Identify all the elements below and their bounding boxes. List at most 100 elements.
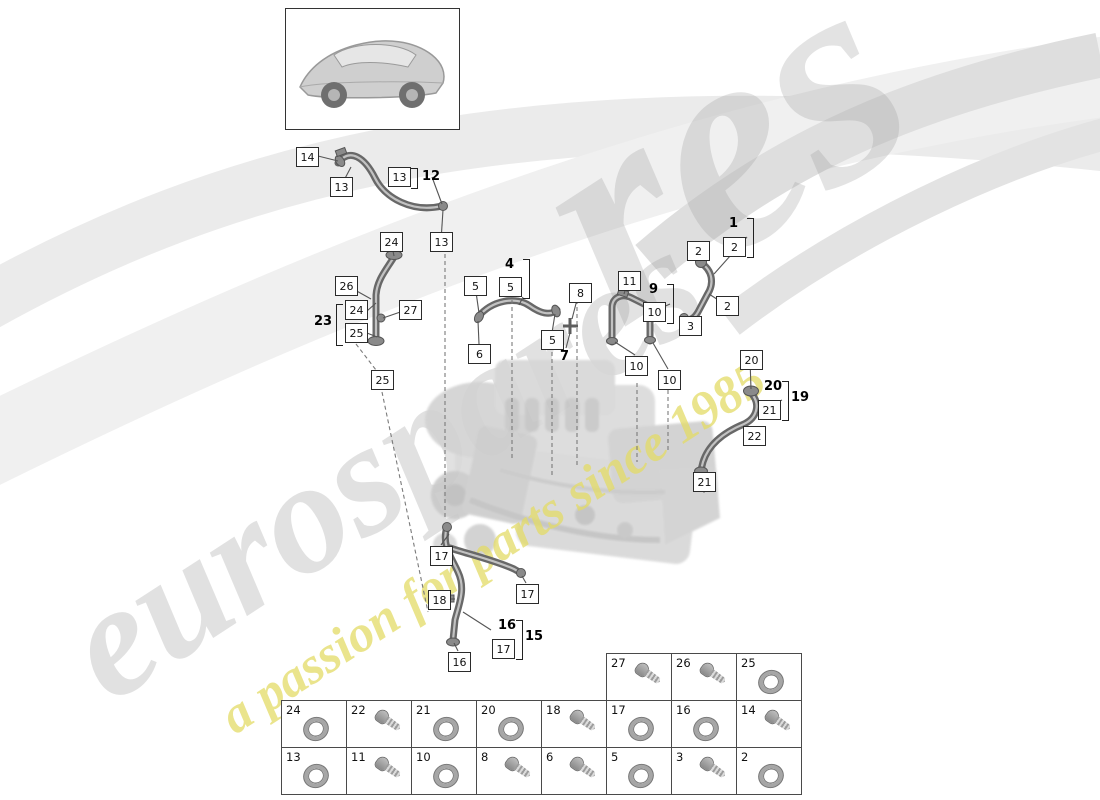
o-ring-icon — [495, 714, 527, 744]
group-bracket-4-5 — [523, 259, 530, 299]
parts-grid-top-row: 27 26 25 — [606, 653, 802, 701]
part-cell-24[interactable]: 24 — [282, 701, 347, 748]
screw-icon — [565, 703, 604, 742]
screw-icon — [370, 703, 409, 742]
callout-13[interactable]: 13 — [430, 232, 453, 252]
part-cell-20[interactable]: 20 — [477, 701, 542, 748]
group-label-12: 12 — [422, 169, 441, 184]
part-number: 2 — [741, 750, 749, 764]
callout-10[interactable]: 10 — [643, 302, 666, 322]
callout-25[interactable]: 25 — [345, 323, 368, 343]
part-number: 26 — [676, 656, 691, 670]
part-number: 18 — [546, 703, 561, 717]
part-cell-13[interactable]: 13 — [282, 748, 347, 795]
callout-22[interactable]: 22 — [743, 426, 766, 446]
o-ring-icon — [625, 761, 657, 791]
part-number: 27 — [611, 656, 626, 670]
screw-icon — [500, 750, 539, 789]
callout-2[interactable]: 2 — [687, 241, 710, 261]
watermark-swoosh — [0, 32, 1100, 485]
callout-13[interactable]: 13 — [330, 177, 353, 197]
car-sketch — [299, 40, 445, 108]
part-cell-6[interactable]: 6 — [542, 748, 607, 795]
part-number: 13 — [286, 750, 301, 764]
callout-6[interactable]: 6 — [468, 344, 491, 364]
callout-17[interactable]: 17 — [430, 546, 453, 566]
o-ring-icon — [690, 714, 722, 744]
part-cell-10[interactable]: 10 — [412, 748, 477, 795]
group-label-1: 1 — [729, 216, 739, 231]
screw-icon — [695, 656, 734, 695]
o-ring-icon — [430, 761, 462, 791]
callout-21[interactable]: 21 — [758, 400, 781, 420]
part-cell-21[interactable]: 21 — [412, 701, 477, 748]
part-number: 5 — [611, 750, 619, 764]
group-bracket-16-17 — [516, 620, 523, 660]
part-cell-3[interactable]: 3 — [672, 748, 737, 795]
group-label-19: 19 — [791, 390, 810, 405]
part-cell-22[interactable]: 22 — [347, 701, 412, 748]
group-label-20: 20 — [764, 379, 783, 394]
group-bracket-9-10 — [667, 284, 674, 324]
callout-8[interactable]: 8 — [569, 283, 592, 303]
group-label-15: 15 — [525, 629, 544, 644]
o-ring-icon — [755, 761, 787, 791]
part-number: 3 — [676, 750, 684, 764]
engine-illustration — [425, 360, 720, 564]
callout-26[interactable]: 26 — [335, 276, 358, 296]
callout-3[interactable]: 3 — [679, 316, 702, 336]
part-cell-18[interactable]: 18 — [542, 701, 607, 748]
callout-11[interactable]: 11 — [618, 271, 641, 291]
screw-icon — [760, 703, 799, 742]
part-cell-16[interactable]: 16 — [672, 701, 737, 748]
part-cell-5[interactable]: 5 — [607, 748, 672, 795]
group-label-7: 7 — [560, 349, 570, 364]
part-cell-17[interactable]: 17 — [607, 701, 672, 748]
callout-13[interactable]: 13 — [388, 167, 411, 187]
callout-18[interactable]: 18 — [428, 590, 451, 610]
part-cell-2[interactable]: 2 — [737, 748, 802, 795]
o-ring-icon — [300, 714, 332, 744]
callout-14[interactable]: 14 — [296, 147, 319, 167]
o-ring-icon — [755, 667, 787, 697]
callout-25[interactable]: 25 — [371, 370, 394, 390]
part-number: 16 — [676, 703, 691, 717]
group-bracket-23 — [336, 304, 343, 346]
part-cell-11[interactable]: 11 — [347, 748, 412, 795]
parts-grid-main: 24 22 21 20 18 17 16 14 — [281, 700, 802, 795]
callout-17[interactable]: 17 — [516, 584, 539, 604]
part-number: 25 — [741, 656, 756, 670]
callout-16[interactable]: 16 — [448, 652, 471, 672]
group-bracket-1-2 — [747, 218, 754, 258]
o-ring-icon — [300, 761, 332, 791]
part-cell-26[interactable]: 26 — [672, 654, 737, 701]
callout-10[interactable]: 10 — [625, 356, 648, 376]
part-cell-14[interactable]: 14 — [737, 701, 802, 748]
callout-20[interactable]: 20 — [740, 350, 763, 370]
part-cell-8[interactable]: 8 — [477, 748, 542, 795]
callout-5[interactable]: 5 — [541, 330, 564, 350]
callout-24[interactable]: 24 — [380, 232, 403, 252]
screw-icon — [370, 750, 409, 789]
dashed-reference-lines — [355, 247, 705, 613]
part-cell-27[interactable]: 27 — [607, 654, 672, 701]
callout-27[interactable]: 27 — [399, 300, 422, 320]
callout-10[interactable]: 10 — [658, 370, 681, 390]
callout-21[interactable]: 21 — [693, 472, 716, 492]
screw-icon — [695, 750, 734, 789]
callout-24[interactable]: 24 — [345, 300, 368, 320]
part-number: 21 — [416, 703, 431, 717]
callout-2[interactable]: 2 — [716, 296, 739, 316]
vehicle-thumbnail[interactable] — [285, 8, 460, 130]
callout-5[interactable]: 5 — [464, 276, 487, 296]
part-number: 24 — [286, 703, 301, 717]
part-number: 11 — [351, 750, 366, 764]
callout-5[interactable]: 5 — [499, 277, 522, 297]
group-label-9: 9 — [649, 282, 659, 297]
callout-2[interactable]: 2 — [723, 237, 746, 257]
part-number: 22 — [351, 703, 366, 717]
part-cell-25[interactable]: 25 — [737, 654, 802, 701]
part-number: 6 — [546, 750, 554, 764]
callout-17[interactable]: 17 — [492, 639, 515, 659]
